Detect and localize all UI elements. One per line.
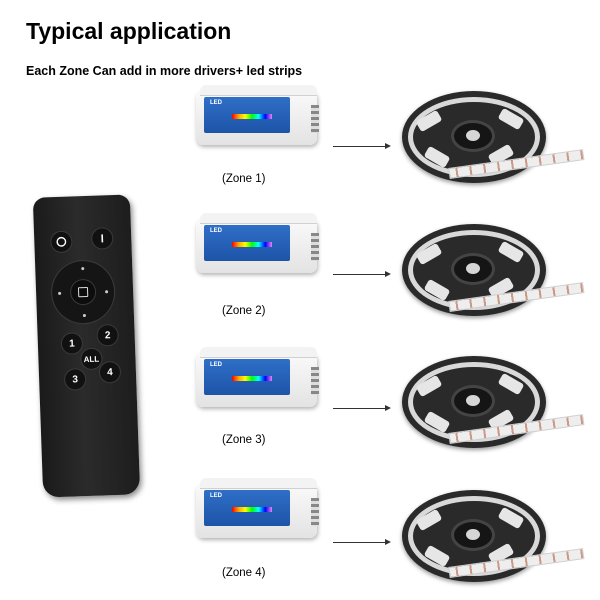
remote-button-4: 4 [99,361,121,383]
zone-label: (Zone 3) [222,434,266,446]
remote-control: 1 2 ALL 3 4 [32,194,141,498]
led-strip-reel-zone-3 [399,350,587,465]
remote-dpad [51,260,116,325]
led-strip-reel-zone-2 [399,218,587,333]
led-driver-zone-2: LED [196,213,321,275]
arrow-icon [333,405,391,411]
remote-button-1: 1 [61,333,83,354]
remote-button-3: 3 [64,369,86,390]
led-driver-zone-4: LED [196,478,321,540]
remote-button-all: ALL [81,348,102,370]
remote-button-2: 2 [97,324,118,346]
page-title: Typical application [26,18,232,44]
arrow-icon [333,539,391,545]
zone-label: (Zone 1) [222,173,266,185]
power-off-icon [51,231,72,253]
page-subtitle: Each Zone Can add in more drivers+ led s… [26,64,303,78]
led-strip-reel-zone-4 [399,484,587,599]
power-on-icon [91,228,113,249]
led-strip-reel-zone-1 [399,85,587,200]
zone-label: (Zone 2) [222,305,266,317]
zone-label: (Zone 4) [222,567,266,579]
square-icon [70,279,96,305]
led-driver-zone-3: LED [196,347,321,409]
arrow-icon [333,143,391,149]
arrow-icon [333,271,391,277]
led-driver-zone-1: LED [196,85,321,147]
